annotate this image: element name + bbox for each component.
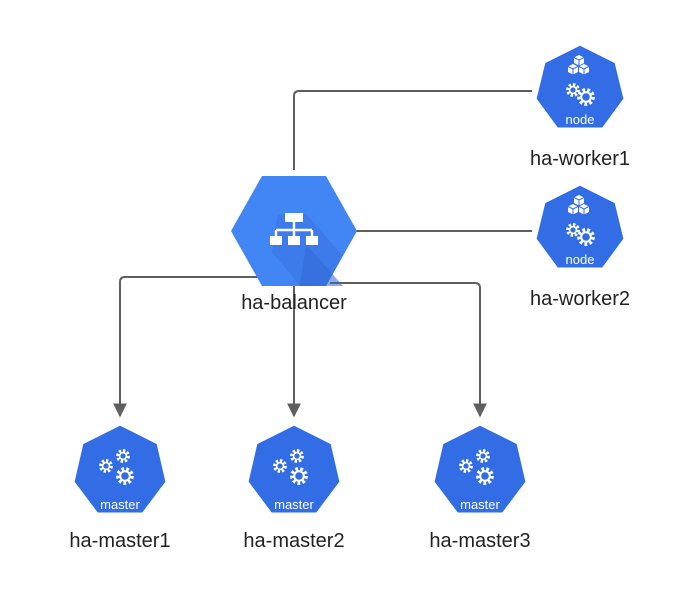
master1-caption: ha-master1 xyxy=(69,530,170,552)
worker2-caption: ha-worker2 xyxy=(530,288,630,310)
worker-node-1[interactable]: node ha-worker1 xyxy=(530,42,630,170)
kubernetes-master-icon xyxy=(71,422,169,516)
load-balancer-icon xyxy=(231,176,357,286)
balancer-caption: ha-balancer xyxy=(241,292,347,314)
kubernetes-master-icon xyxy=(431,422,529,516)
node-badge: node xyxy=(566,252,595,267)
master-node-1[interactable]: master ha-master1 xyxy=(69,422,171,552)
connectors xyxy=(113,90,532,418)
master3-caption: ha-master3 xyxy=(429,530,530,552)
node-badge: node xyxy=(566,112,595,127)
kubernetes-node-icon xyxy=(533,42,627,131)
master-node-3[interactable]: master ha-master3 xyxy=(429,422,531,552)
connector-balancer-worker1 xyxy=(293,90,532,170)
kubernetes-master-icon xyxy=(245,422,343,516)
master-badge: master xyxy=(460,497,500,512)
master-node-2[interactable]: master ha-master2 xyxy=(243,422,345,552)
master2-caption: ha-master2 xyxy=(243,530,344,552)
connector-balancer-master1 xyxy=(113,276,258,418)
kubernetes-node-icon xyxy=(533,182,627,271)
connector-balancer-master3 xyxy=(330,282,487,418)
worker-node-2[interactable]: node ha-worker2 xyxy=(530,182,630,310)
master-badge: master xyxy=(100,497,140,512)
balancer-node[interactable]: ha-balancer xyxy=(231,176,357,314)
worker1-caption: ha-worker1 xyxy=(530,148,630,170)
master-badge: master xyxy=(274,497,314,512)
